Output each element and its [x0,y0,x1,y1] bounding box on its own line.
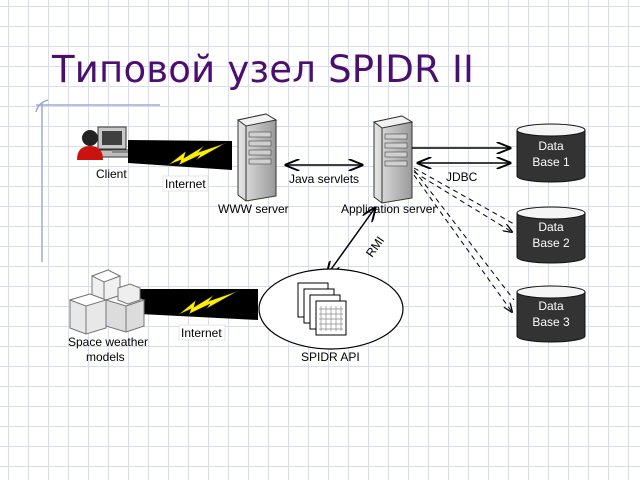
user-icon [77,130,103,160]
space-weather-label-line1: Space weather [68,335,148,349]
dashed-arrow-db2-b [413,167,515,225]
internet-cable-bottom [140,289,258,320]
www-server-label: WWW server [218,202,289,216]
client-label: Client [96,167,127,181]
database-2-label-line2: Base 2 [532,236,570,250]
internet-cable-top [128,140,232,170]
database-3-label-line2: Base 3 [532,315,570,329]
database-3-label-line1: Data [538,299,564,313]
dashed-arrow-db2-a [413,171,512,232]
dashed-arrow-db3-b [413,169,515,301]
lightning-icon [177,290,239,316]
decor-curl [35,99,49,113]
internet-label-box-top [162,175,209,192]
database-2: Data Base 2 [516,206,586,264]
internet-label-top: Internet [165,177,206,191]
jdbc-label: JDBC [446,170,478,184]
java-servlets-label: Java servlets [289,172,359,186]
spidr-api-documents-icon [297,282,347,336]
database-2-label-line1: Data [538,220,564,234]
database-1-label-line2: Base 1 [532,155,570,169]
dashed-arrow-db3-a [413,174,512,312]
space-weather-label-line2: models [86,350,125,364]
space-weather-models-icon [68,269,146,335]
application-server-icon [372,115,414,204]
rmi-arrow [327,208,375,275]
rmi-label: RMI [363,234,387,260]
internet-label-bottom: Internet [181,326,222,340]
internet-label-box-bottom [178,324,226,341]
spidr-api-label: SPIDR API [301,350,360,364]
database-1-label-line1: Data [538,139,564,153]
slide-title: Типовой узел SPIDR II [52,48,475,91]
www-server-icon [236,113,278,202]
lightning-icon [167,142,227,166]
database-1: Data Base 1 [516,123,586,183]
database-3: Data Base 3 [516,285,586,343]
application-server-label: Application server [341,202,436,216]
